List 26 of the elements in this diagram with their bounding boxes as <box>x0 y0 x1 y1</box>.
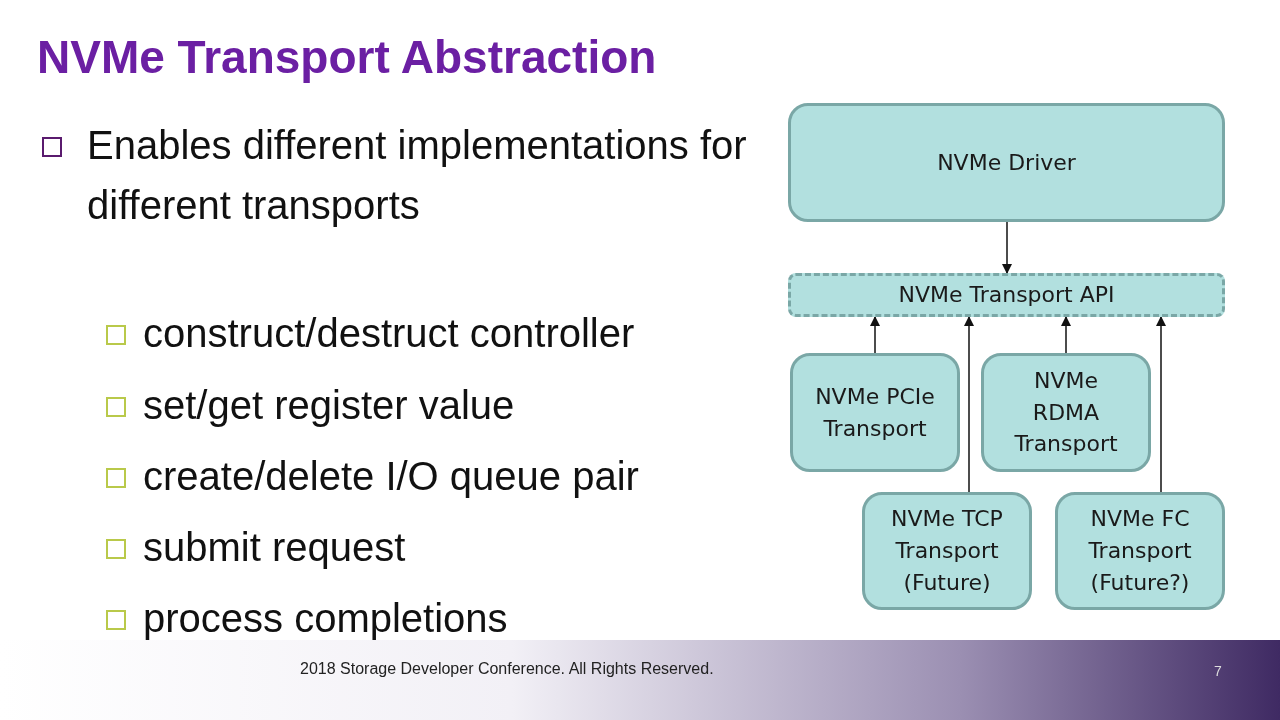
module-box <box>1055 492 1225 610</box>
bullet-text: process completions <box>143 595 509 642</box>
module-box <box>862 492 1032 610</box>
bullet-text: create/delete I/O queue pair <box>143 453 640 500</box>
arrow <box>870 316 880 354</box>
bullet-text: set/get register value <box>143 382 516 429</box>
arrow <box>1002 221 1012 274</box>
node-label: NVMe TCP Transport (Future) <box>890 505 1004 597</box>
node-label: NVMe FC Transport (Future?) <box>1087 505 1193 597</box>
module-box <box>981 353 1151 472</box>
bullet-text: Enables different implementations for different transports <box>87 122 748 229</box>
arrow <box>964 316 974 493</box>
layer-box <box>788 273 1225 317</box>
node-label: NVMe PCIe Transport <box>814 382 936 443</box>
arrow <box>1156 316 1166 493</box>
node-label: NVMe Transport API <box>898 281 1115 310</box>
slide-title: NVMe Transport Abstraction <box>37 30 657 84</box>
node-label: NVMe Driver <box>937 148 1076 177</box>
bullet-text: construct/destruct controller <box>143 310 636 357</box>
footer-text: 2018 Storage Developer Conference. All Rights Reserved. <box>300 660 714 678</box>
layer-box <box>788 103 1225 222</box>
module-box <box>790 353 960 472</box>
page-number: 7 <box>1214 663 1222 679</box>
node-label: NVMe RDMA Transport <box>1013 366 1119 459</box>
arrow <box>1061 316 1071 354</box>
bullet-text: submit request <box>143 524 407 571</box>
